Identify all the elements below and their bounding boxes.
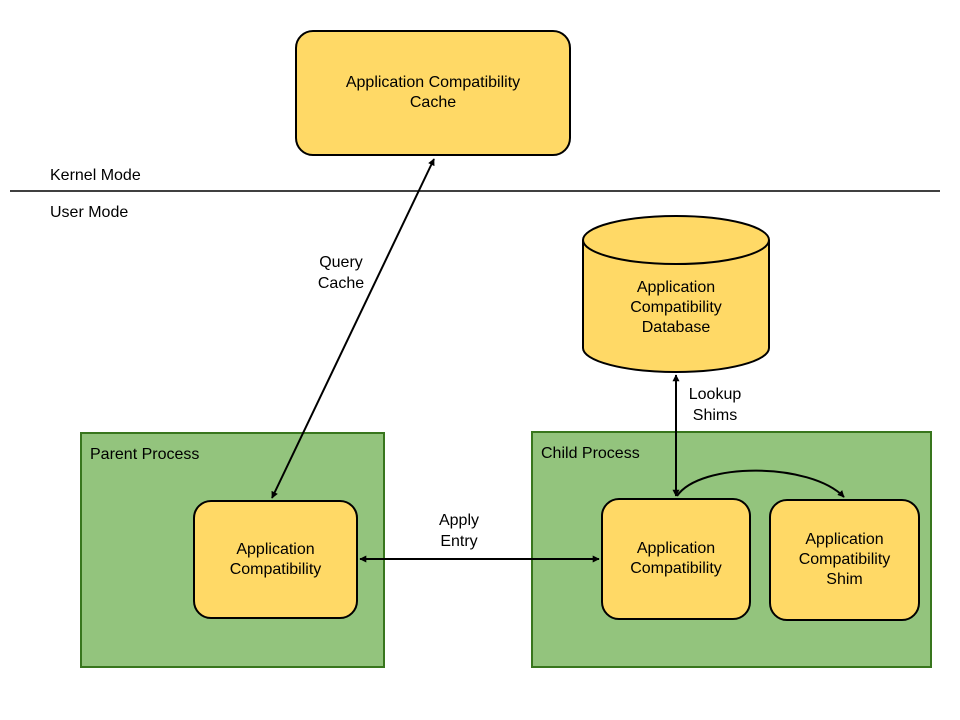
apply-entry-label: Apply Entry [426, 510, 492, 552]
app-compat-cache-node[interactable]: Application Compatibility Cache [295, 30, 571, 156]
child-process-title: Child Process [541, 445, 640, 462]
parent-process-title: Parent Process [90, 446, 200, 463]
apply-entry-label-line-1: Apply [438, 512, 480, 529]
parent-node-line-2: Compatibility [229, 560, 322, 578]
cache-line-2: Cache [409, 94, 457, 111]
query-cache-arrow [271, 158, 435, 499]
app-compat-database-node[interactable] [582, 215, 770, 373]
query-cache-label-line-1: Query [319, 254, 363, 271]
shim-line-2: Compatibility [798, 551, 891, 568]
database-label: Application Compatibility Database [600, 270, 752, 346]
query-cache-label: Query Cache [308, 252, 374, 294]
child-node-line-1: Application [636, 540, 716, 557]
database-line-3: Database [641, 319, 711, 336]
parent-node-line-1: Application [236, 540, 315, 558]
app-compat-shim-node[interactable]: Application Compatibility Shim [769, 499, 920, 621]
cache-line-1: Application Compatibility [345, 74, 521, 91]
lookup-shims-label-line-2: Shims [692, 407, 738, 424]
database-line-2: Compatibility [630, 299, 722, 316]
parent-app-compat-node[interactable]: Application Compatibility [193, 500, 358, 619]
user-mode-label: User Mode [50, 204, 129, 221]
apply-entry-label-line-2: Entry [440, 533, 478, 550]
child-node-line-2: Compatibility [630, 560, 722, 577]
shim-line-1: Application [805, 531, 884, 548]
apply-shim-arrow [676, 469, 845, 498]
lookup-shims-label: Lookup Shims [682, 384, 748, 426]
query-cache-label-line-2: Cache [317, 275, 365, 292]
child-app-compat-node[interactable]: Application Compatibility [601, 498, 751, 620]
kernel-mode-label: Kernel Mode [50, 167, 141, 184]
lookup-shims-label-line-1: Lookup [688, 386, 742, 403]
shim-line-3: Shim [826, 571, 863, 588]
database-line-1: Application [636, 279, 716, 296]
